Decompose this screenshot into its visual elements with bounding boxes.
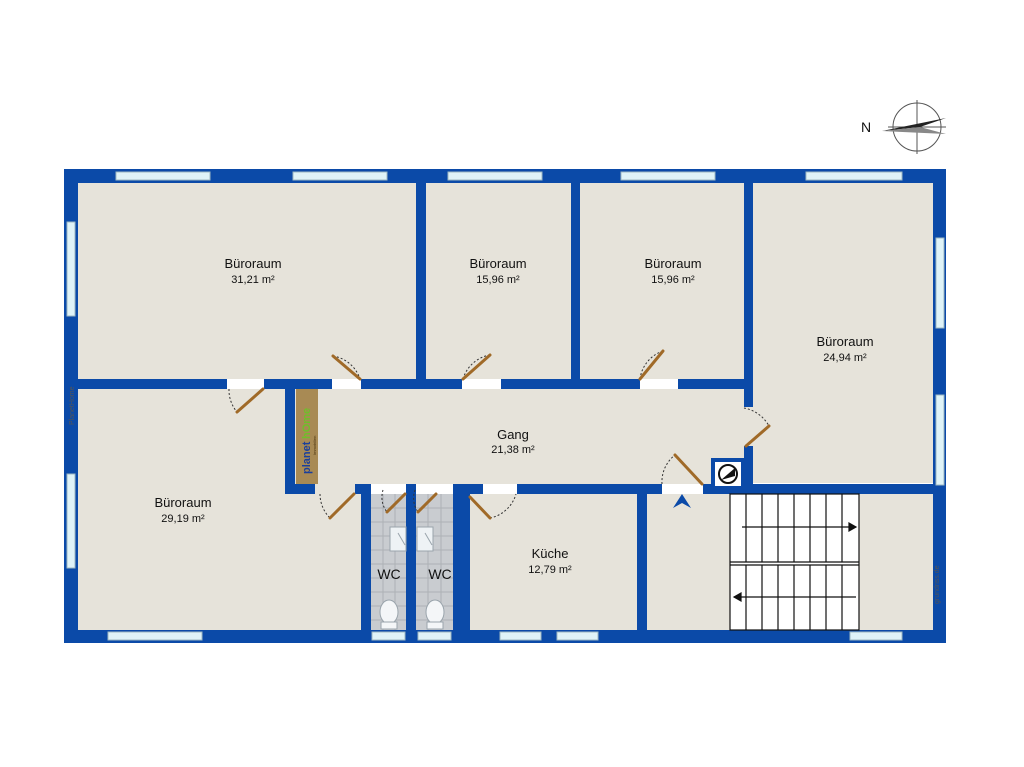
washbasins: [389, 526, 434, 552]
side-label-right: grundriss.de: [934, 565, 941, 604]
room-office-n2: Büroraum 15,96 m²: [469, 256, 526, 286]
floor-office-nw: [78, 183, 416, 379]
room-office-sw: Büroraum 29,19 m²: [154, 495, 211, 525]
room-area: 31,21 m²: [231, 274, 275, 286]
floor-office-n3: [580, 183, 744, 379]
room-area: 15,96 m²: [476, 274, 520, 286]
staircase: [729, 493, 860, 631]
floor-office-n2: [426, 183, 571, 379]
brand-logo: planet hOme Immobilien: [296, 389, 318, 484]
room-wc-2: WC: [428, 566, 451, 582]
room-area: 24,94 m²: [823, 352, 867, 364]
room-office-ne: Büroraum 24,94 m²: [816, 334, 873, 364]
room-name: Küche: [532, 546, 569, 561]
room-name: Büroraum: [224, 256, 281, 271]
floor-office-ne: [753, 183, 933, 483]
compass-north-label: N: [861, 119, 871, 135]
chimney-icon: [715, 462, 741, 486]
room-name: Büroraum: [816, 334, 873, 349]
room-kitchen: Küche 12,79 m²: [528, 546, 572, 576]
logo-word-1: planet: [301, 441, 313, 474]
room-area: 29,19 m²: [161, 513, 205, 525]
room-office-nw: Büroraum 31,21 m²: [224, 256, 281, 286]
room-name: Büroraum: [154, 495, 211, 510]
room-office-n3: Büroraum 15,96 m²: [644, 256, 701, 286]
doors: [228, 349, 771, 520]
floor-hall: [295, 389, 753, 484]
room-wc-1: WC: [377, 566, 400, 582]
room-hall: Gang 21,38 m²: [491, 427, 535, 456]
entrance-arrow-icon: [673, 494, 691, 508]
room-area: 21,38 m²: [491, 444, 535, 456]
logo-tagline: Immobilien: [312, 436, 317, 455]
room-name: Büroraum: [469, 256, 526, 271]
room-name: Büroraum: [644, 256, 701, 271]
side-label-left: PlanetHome: [69, 386, 76, 425]
compass-icon: N: [861, 100, 946, 154]
room-area: 12,79 m²: [528, 564, 572, 576]
toilet-icon: [379, 599, 445, 630]
floor-kitchen: [470, 494, 637, 630]
room-area: 15,96 m²: [651, 274, 695, 286]
room-name: Gang: [497, 427, 529, 442]
logo-word-2: hOme: [301, 408, 313, 439]
windows: [66, 171, 945, 641]
